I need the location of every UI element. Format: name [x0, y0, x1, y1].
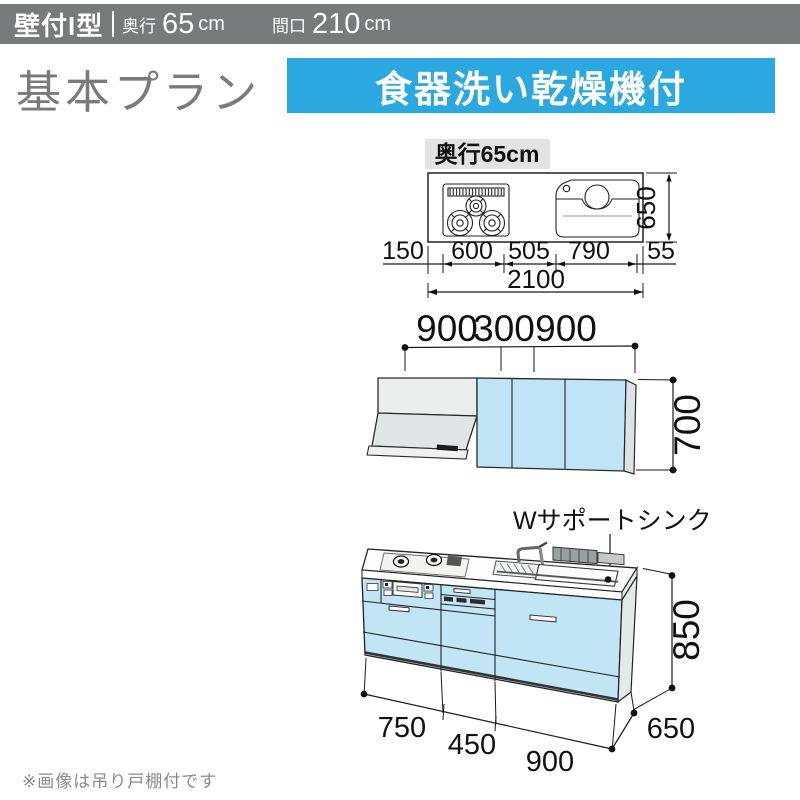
burner-small [465, 195, 487, 217]
wall-cabinet-doors [476, 377, 637, 475]
dish-rack [552, 546, 625, 566]
front-depth-text: 650 [647, 713, 695, 745]
wall-width-dimension [401, 342, 639, 373]
grill-unit [366, 579, 434, 613]
depth-value: 65 [162, 7, 195, 40]
range-hood [366, 377, 478, 460]
seg-150: 150 [382, 237, 424, 265]
sink-drain [604, 576, 612, 583]
top-depth-dimension: 650 [631, 172, 677, 243]
total-2100: 2100 [507, 264, 565, 294]
seg-505: 505 [508, 237, 550, 265]
front-seg-450: 450 [448, 729, 496, 761]
countertop-items [379, 541, 625, 587]
front-depth-dimension: 650 [611, 691, 695, 750]
wall-height-text: 700 [667, 394, 708, 456]
plan-title: 基本プラン [16, 67, 262, 118]
depth-tag-text: 奥行65cm [435, 141, 540, 167]
width-value: 210 [312, 7, 361, 40]
sink-rail [496, 570, 619, 583]
top-depth-text: 650 [631, 186, 661, 229]
top-width-dimensions: 150 600 505 790 55 2100 [382, 237, 676, 298]
sink-plan [555, 179, 640, 238]
drawer-handle [388, 605, 410, 613]
wall-cabinet-view: 900 300 900 [366, 308, 708, 475]
depth-unit: cm [198, 12, 225, 35]
header-depth: 奥行 65 cm [122, 4, 225, 44]
depth-label: 奥行 [122, 16, 156, 36]
dishwasher-unit [440, 587, 496, 610]
front-width-dimensions: 750 450 900 [360, 657, 617, 778]
front-height-text: 850 [666, 599, 707, 661]
header-bar: 壁付I型 奥行 65 cm 間口 210 cm [0, 4, 800, 44]
width-unit: cm [364, 12, 392, 35]
grill-vent [446, 555, 462, 567]
seg-790: 790 [568, 237, 610, 265]
seg-600: 600 [451, 237, 493, 265]
wall-seg-300: 300 [473, 308, 535, 349]
front-height-dimension: 850 [632, 568, 707, 711]
base-unit-view: Wサポートシンク [360, 507, 712, 778]
wall-cabinet-side [623, 379, 637, 475]
burner-right [478, 209, 506, 237]
seg-55: 55 [647, 237, 675, 265]
sink-front-view [492, 560, 619, 587]
front-seg-900: 900 [526, 746, 574, 778]
front-seg-750: 750 [378, 712, 426, 744]
footnote: ※画像は吊り戸棚付です [22, 772, 218, 791]
wall-seg-900a: 900 [416, 308, 478, 349]
cabinet-front [361, 577, 623, 703]
burner-left [446, 209, 474, 237]
countertop-plan [427, 172, 644, 243]
dishwasher-button [470, 598, 485, 605]
depth-tag-box [425, 139, 550, 169]
toe-kick-line [364, 651, 619, 701]
width-label: 間口 [272, 16, 306, 36]
drawer-handle [529, 614, 557, 623]
cabinet-front-details [361, 579, 621, 701]
drawer-handle [453, 587, 471, 595]
header-divider [112, 11, 114, 37]
wall-seg-900b: 900 [535, 308, 597, 349]
cooktop-plan [442, 183, 510, 237]
faucet [516, 541, 548, 568]
dishwasher-button [456, 597, 467, 603]
wall-height-dimension: 700 [636, 376, 708, 474]
top-view: 奥行65cm [382, 139, 677, 298]
dishwasher-banner: 食器洗い乾燥機付 [287, 58, 775, 113]
layout-type-label: 壁付I型 [14, 10, 104, 41]
sink-label: Wサポートシンク [513, 507, 712, 535]
header-width: 間口 210 cm [272, 4, 391, 44]
hood-handle [436, 444, 458, 452]
dishwasher-button [444, 596, 453, 602]
